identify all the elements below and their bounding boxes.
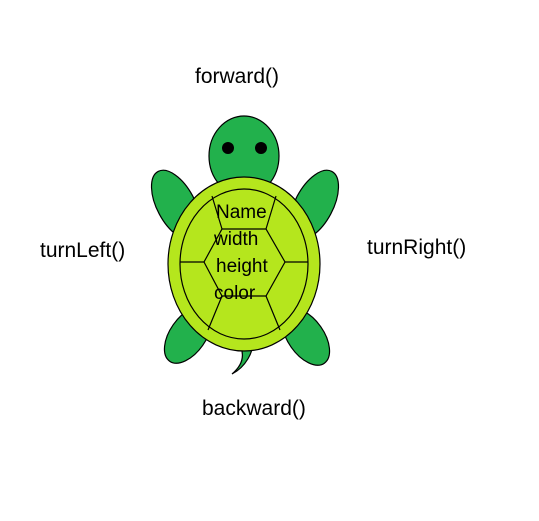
turtle-shell-inner [179,188,309,340]
property-height: height [216,256,268,277]
turn-left-method-label: turnLeft() [40,239,126,262]
turtle-shell-pattern [180,195,308,331]
property-color: color [214,283,256,304]
forward-method-label: forward() [195,65,280,88]
turtle-eye-left [222,142,234,154]
property-width: width [214,229,259,250]
turn-right-method-label: turnRight() [367,236,467,259]
property-name: Name [216,202,267,223]
backward-method-label: backward() [202,397,306,420]
turtle-eye-right [255,142,267,154]
turtle-shell [167,176,321,352]
